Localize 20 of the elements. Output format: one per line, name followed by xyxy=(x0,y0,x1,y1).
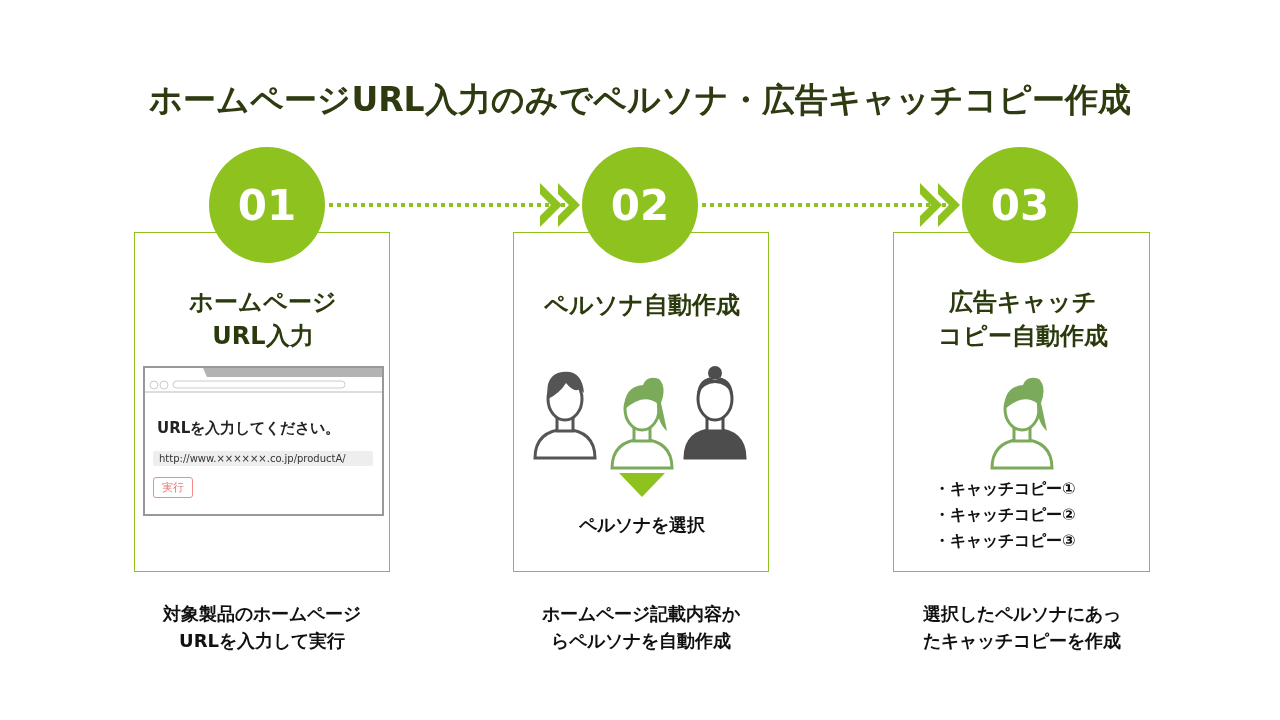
prompt-text: URLを入力してください。 xyxy=(157,419,342,438)
step-caption: ホームページ記載内容からペルソナを自動作成 xyxy=(541,602,741,653)
step-heading: ホームページURL入力 xyxy=(188,287,338,352)
step-card xyxy=(893,232,1150,572)
step-number-circle: 02 xyxy=(582,147,698,263)
step-card xyxy=(134,232,390,572)
step-caption: 選択したペルソナにあったキャッチコピーを作成 xyxy=(921,602,1122,653)
bullet-item: ・キャッチコピー② xyxy=(934,505,1077,526)
step-number-circle: 01 xyxy=(209,147,325,263)
step-card xyxy=(513,232,769,572)
step-heading: 広告キャッチコピー自動作成 xyxy=(936,287,1109,352)
url-input-field: http://www.××××××.co.jp/productA/ xyxy=(153,451,373,466)
selection-text: ペルソナを選択 xyxy=(578,513,706,537)
title: ホームページURL入力のみでペルソナ・広告キャッチコピー作成 xyxy=(148,79,1132,121)
bullet-item: ・キャッチコピー③ xyxy=(934,531,1077,552)
run-button: 実行 xyxy=(153,477,193,498)
bullet-item: ・キャッチコピー① xyxy=(934,479,1077,500)
step-heading: ペルソナ自動作成 xyxy=(543,290,741,321)
step-number-circle: 03 xyxy=(962,147,1078,263)
step-caption: 対象製品のホームページURLを入力して実行 xyxy=(161,602,362,653)
